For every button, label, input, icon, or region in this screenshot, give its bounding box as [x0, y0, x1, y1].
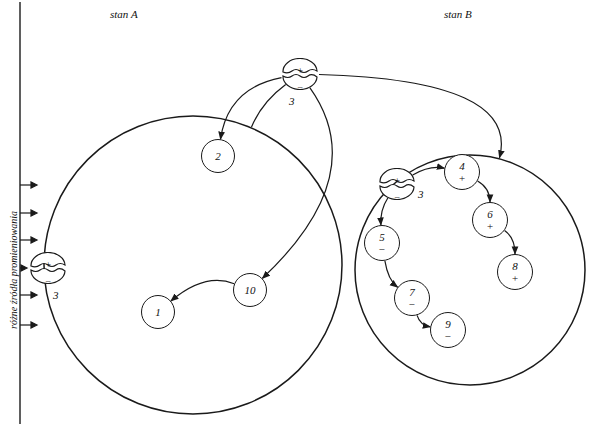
callout-number-box: 3 [53, 285, 59, 303]
state-circle: stan A210+−31 [43, 115, 343, 415]
flow-arrow [417, 315, 430, 327]
particle-number: 9 [444, 318, 451, 330]
circle-text-stack: 10 [245, 284, 256, 296]
particle-circle: 5− [364, 225, 400, 261]
charge-sign-box: + [378, 170, 416, 188]
radiation-arrows [20, 182, 37, 328]
state-heading-box: stan A [110, 4, 138, 22]
source-label-box: różne źródła promieniowania [3, 185, 15, 355]
state-heading-box: stan B [444, 4, 472, 22]
callout-number-box: 3 [418, 184, 424, 202]
state-circle: stan B+−34+6+8+5−7−9− [354, 154, 586, 386]
split-particle: +−3 [378, 168, 416, 200]
circle-text-stack: 8+ [511, 260, 518, 284]
particle-number: 5 [378, 231, 385, 243]
charge-sign-box: + [29, 254, 67, 272]
callout-number-box: 3 [289, 91, 295, 109]
charge-sign: + [511, 272, 518, 284]
circle-text-stack: 2 [215, 150, 221, 162]
split-particle: +−3 [281, 58, 319, 90]
charge-sign: + [45, 259, 52, 270]
circle-text-stack: 1 [155, 306, 161, 318]
flow-arrow [252, 85, 286, 127]
source-label: różne źródła promieniowania [8, 211, 19, 329]
particle-number: 8 [511, 260, 518, 272]
particle-number: 4 [458, 160, 465, 172]
flow-arrow [505, 231, 515, 255]
charge-sign: − [45, 276, 52, 287]
charge-sign: − [297, 82, 304, 93]
particle-circle: 9− [430, 312, 466, 348]
circle-text-stack: 9− [444, 318, 451, 342]
circle-text-stack: 5− [378, 231, 385, 255]
callout-number: 3 [418, 188, 424, 200]
charge-sign: + [486, 220, 493, 232]
flow-arrow [262, 88, 332, 279]
charge-sign-box: − [378, 187, 416, 205]
particle-circle: 6+ [472, 202, 508, 238]
charge-sign: − [378, 243, 385, 255]
charge-sign-box: − [281, 77, 319, 95]
charge-sign: + [394, 175, 401, 186]
charge-sign: − [408, 298, 415, 310]
charge-sign-box: + [281, 60, 319, 78]
split-particle: +−3 [29, 252, 67, 284]
circle-text-stack: 6+ [486, 208, 493, 232]
flow-arrow [385, 261, 398, 287]
charge-sign: − [444, 330, 451, 342]
callout-number: 3 [53, 289, 59, 301]
particle-number: 7 [408, 286, 415, 298]
particle-circle: 1 [141, 295, 175, 329]
charge-sign: + [297, 65, 304, 76]
circle-text-stack: 4+ [458, 160, 465, 184]
particle-number: 6 [486, 208, 493, 220]
particle-circle: 7− [394, 280, 430, 316]
charge-sign: − [394, 192, 401, 203]
flow-arrow [381, 198, 388, 225]
circle-outline [43, 115, 343, 415]
charge-sign: + [458, 172, 465, 184]
particle-number: 1 [155, 306, 161, 318]
particle-circle: 8+ [497, 254, 533, 290]
state-heading: stan A [110, 8, 138, 20]
flow-arrow [478, 181, 490, 202]
particle-number: 10 [245, 284, 256, 296]
callout-number: 3 [289, 95, 295, 107]
particle-circle: 4+ [444, 154, 480, 190]
particle-circle: 2 [201, 139, 235, 173]
particle-circle: 10 [233, 273, 267, 307]
flow-arrow [221, 78, 282, 140]
particle-number: 2 [215, 150, 221, 162]
charge-sign-box: − [29, 271, 67, 289]
flow-arrow [171, 280, 234, 301]
circle-text-stack: 7− [408, 286, 415, 310]
state-heading: stan B [444, 8, 472, 20]
flow-arrow [413, 167, 445, 175]
flow-arrow [319, 75, 501, 158]
